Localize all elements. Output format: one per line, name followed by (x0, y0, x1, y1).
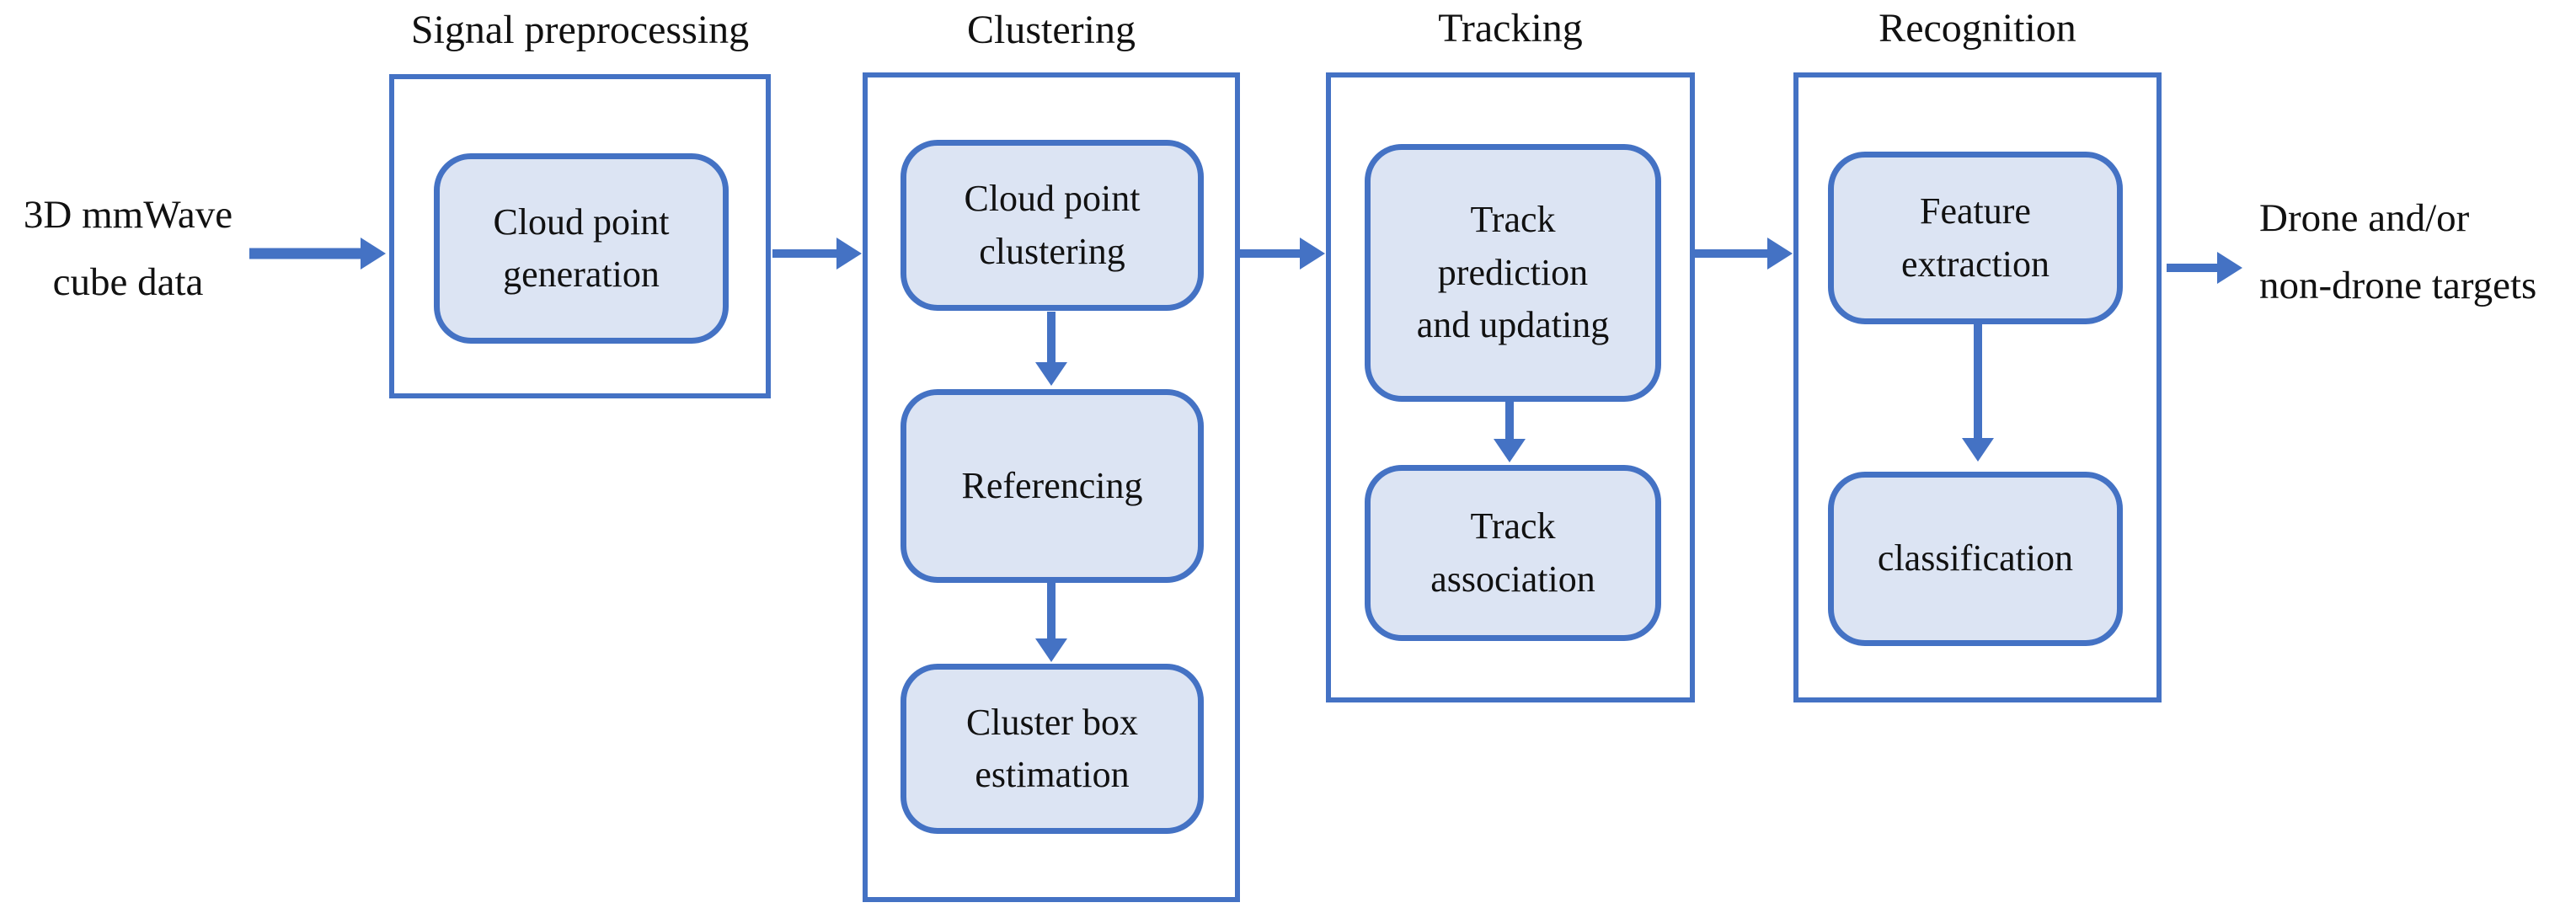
stage-title-recognition: Recognition (1879, 6, 2076, 51)
arrow-head (1767, 238, 1793, 270)
stage-group-tracking (1326, 72, 1695, 702)
arrow-head (2217, 252, 2242, 284)
step-track-association: Track association (1365, 465, 1661, 641)
flow-arrow-tracking-to-recognition-icon (1695, 238, 1793, 270)
arrow-head (1962, 438, 1994, 462)
step-track-prediction-and-updating: Track prediction and updating (1365, 144, 1661, 402)
stage-title-clustering: Clustering (967, 8, 1136, 52)
arrow-head (1494, 439, 1526, 462)
stage-group-recognition (1793, 72, 2162, 702)
output-flow-arrow-icon (2167, 252, 2242, 284)
down-arrow-clustering-2-icon (1035, 583, 1067, 662)
arrow-shaft (1695, 249, 1771, 258)
arrow-head (361, 238, 386, 270)
stage-group-clustering (863, 72, 1240, 902)
step-feature-extraction: Feature extraction (1828, 152, 2123, 324)
arrow-shaft (772, 249, 840, 258)
step-cloud-point-clustering: Cloud point clustering (901, 140, 1204, 311)
flow-arrow-preprocessing-to-clustering-icon (772, 238, 862, 270)
arrow-shaft (1240, 249, 1303, 258)
arrow-shaft (1974, 324, 1982, 441)
arrow-head (1035, 638, 1067, 662)
arrow-shaft (249, 248, 364, 259)
stage-title-tracking: Tracking (1438, 6, 1583, 51)
down-arrow-tracking-icon (1494, 402, 1526, 462)
arrow-shaft (2167, 264, 2221, 272)
input-data-label: 3D mmWave cube data (23, 193, 233, 304)
step-cluster-box-estimation: Cluster box estimation (901, 664, 1204, 834)
arrow-shaft (1047, 312, 1056, 366)
arrow-shaft (1047, 583, 1056, 642)
flow-arrow-clustering-to-tracking-icon (1240, 238, 1325, 270)
step-referencing: Referencing (901, 389, 1204, 583)
stage-title-signal-preprocessing: Signal preprocessing (410, 8, 750, 52)
input-flow-arrow-icon (249, 238, 386, 270)
arrow-head (1300, 238, 1325, 270)
down-arrow-clustering-1-icon (1035, 312, 1067, 386)
stage-group-signal-preprocessing (389, 74, 771, 398)
step-classification: classification (1828, 472, 2123, 646)
arrow-shaft (1505, 402, 1514, 442)
arrow-head (836, 238, 862, 270)
output-targets-label: Drone and/or non-drone targets (2259, 196, 2537, 307)
arrow-head (1035, 362, 1067, 386)
step-cloud-point-generation: Cloud point generation (434, 153, 729, 344)
down-arrow-recognition-icon (1962, 324, 1994, 462)
